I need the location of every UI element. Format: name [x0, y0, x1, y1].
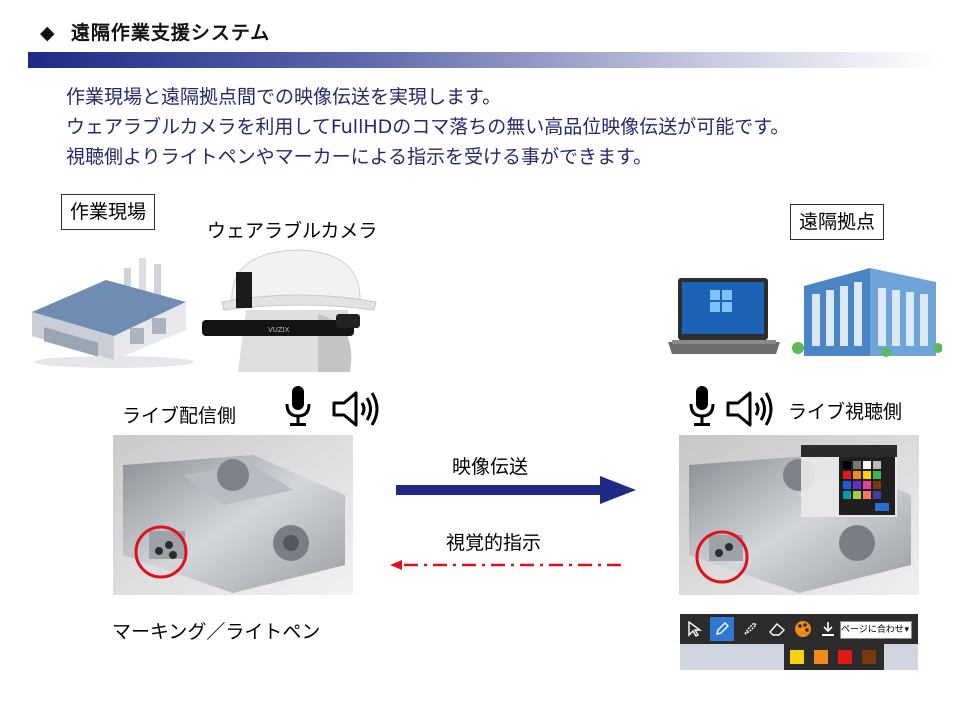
- visual-instruction-label: 視覚的指示: [446, 532, 542, 554]
- site-box-label: 作業現場: [61, 194, 156, 230]
- page-title: ◆ 遠隔作業支援システム: [40, 18, 270, 45]
- intro-text: 作業現場と遠隔拠点間での映像伝送を実現します。 ウェアラブルカメラを利用してFu…: [66, 82, 789, 172]
- color-swatch[interactable]: [838, 650, 852, 664]
- eraser-icon[interactable]: [768, 621, 786, 637]
- highlighter-icon[interactable]: [742, 621, 758, 637]
- marker-circle: [695, 530, 749, 584]
- camera-brand-text: VUZIX: [268, 326, 290, 334]
- chevron-down-icon: ▾: [904, 625, 909, 635]
- speaker-icon: [726, 391, 773, 427]
- speaker-icon: [332, 391, 379, 427]
- color-swatch[interactable]: [814, 650, 828, 664]
- stream-side-label: ライブ配信側: [122, 405, 237, 427]
- factory-icon: [32, 258, 194, 368]
- color-swatch[interactable]: [790, 650, 804, 664]
- zoom-select[interactable]: ページに合わせ▾: [840, 621, 912, 639]
- remote-box-label: 遠隔拠点: [790, 204, 885, 240]
- annotation-toolbar: ページに合わせ▾: [680, 614, 918, 644]
- marker-circle: [134, 525, 188, 579]
- download-icon[interactable]: [820, 620, 836, 638]
- marking-label: マーキング／ライトペン: [112, 621, 321, 643]
- video-transfer-label: 映像伝送: [452, 456, 529, 478]
- color-swatch-row: [784, 644, 884, 670]
- pen-tool-button[interactable]: [710, 617, 734, 641]
- pen-icon: [716, 622, 729, 635]
- intro-line: ウェアラブルカメラを利用してFullHDのコマ落ちの無い高品位映像伝送が可能です…: [66, 116, 790, 138]
- wearable-camera-icon: VUZIX: [202, 249, 377, 372]
- title-underline-bar: [28, 52, 940, 68]
- video-transfer-arrow: [396, 476, 636, 504]
- camera-label: ウェアラブルカメラ: [207, 220, 378, 242]
- visual-instruction-arrow: [390, 560, 624, 570]
- intro-line: 作業現場と遠隔拠点間での映像伝送を実現します。: [66, 86, 502, 108]
- machined-part-photo: [113, 435, 353, 595]
- office-building-icon: [792, 268, 942, 357]
- color-swatch[interactable]: [862, 650, 876, 664]
- laptop-icon: [668, 278, 780, 354]
- view-side-label: ライブ視聴側: [788, 401, 903, 423]
- page-title-text: 遠隔作業支援システム: [70, 22, 271, 44]
- annotation-toolbar-panel: ページに合わせ▾: [680, 614, 918, 670]
- microphone-icon: [689, 386, 715, 426]
- received-video-photo: [679, 435, 919, 595]
- pointer-icon[interactable]: [686, 621, 702, 637]
- microphone-icon: [285, 386, 311, 426]
- intro-line: 視聴側よりライトペンやマーカーによる指示を受ける事ができます。: [66, 146, 653, 168]
- color-palette-icon[interactable]: [794, 620, 812, 638]
- zoom-select-value: ページに合わせ: [841, 625, 904, 635]
- diamond-bullet-icon: ◆: [40, 22, 56, 44]
